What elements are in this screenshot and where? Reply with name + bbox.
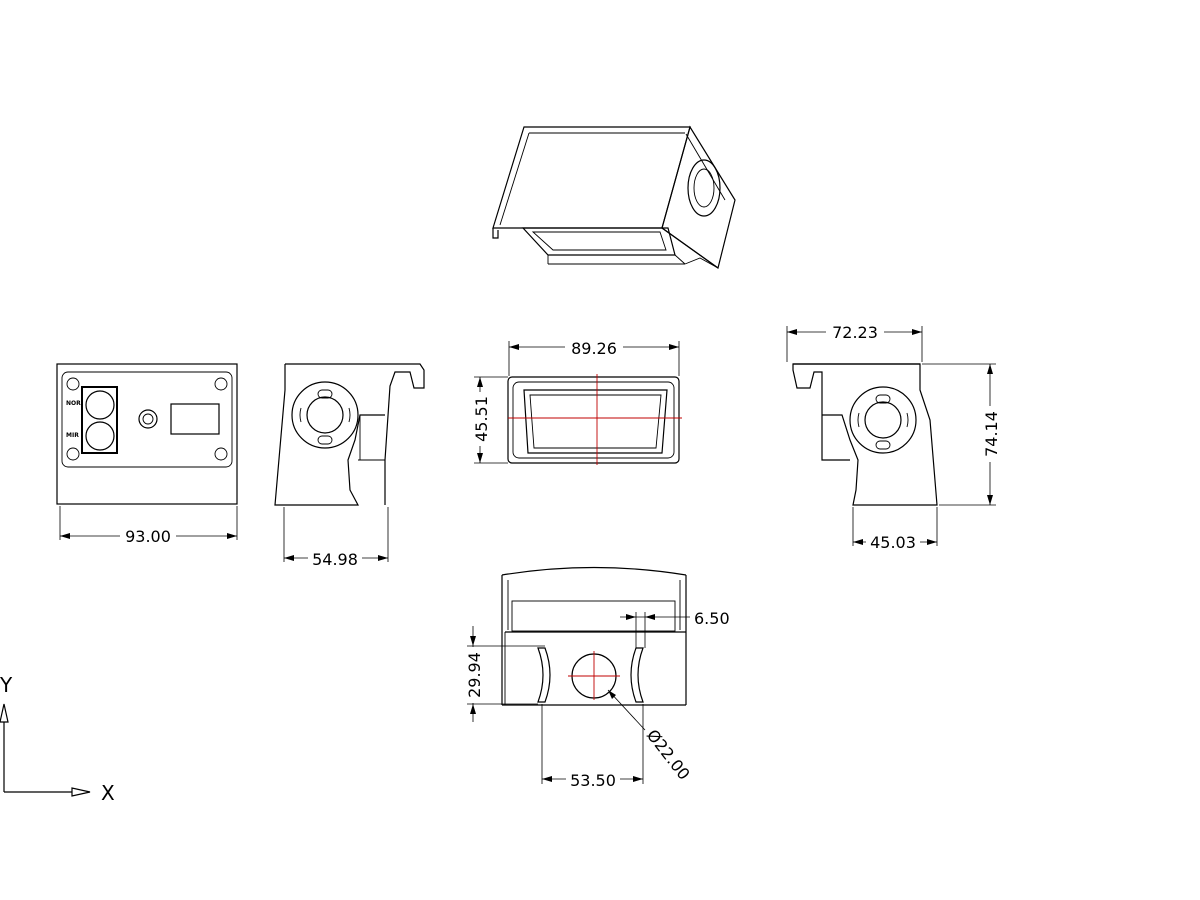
bottom-view	[463, 566, 690, 788]
switch-label-top: NOR	[66, 400, 81, 407]
axis-x-label: X	[101, 781, 115, 805]
dim-depth-side: 54.98	[312, 550, 358, 569]
ucs-axis-icon	[0, 703, 91, 797]
dim-hole-spacing: 53.50	[570, 771, 616, 790]
dim-height-right: 74.14	[982, 411, 1001, 457]
dim-lens-width: 89.26	[571, 339, 617, 358]
lens-view	[471, 338, 682, 465]
dim-top-width-right: 72.23	[832, 323, 878, 342]
dim-width-front: 93.00	[125, 527, 171, 546]
dim-base-right: 45.03	[870, 533, 916, 552]
dim-slot-offset: 6.50	[694, 609, 730, 628]
front-view: NOR MIR	[56, 363, 238, 545]
connector-icon	[138, 409, 158, 429]
dim-hole-diameter: Ø22.00	[643, 726, 694, 784]
led-window	[170, 403, 220, 435]
switch-panel	[81, 386, 118, 454]
dim-slot-height: 29.94	[465, 652, 484, 698]
isometric-view	[492, 125, 736, 270]
switch-label-bottom: MIR	[66, 432, 79, 439]
side-view-left	[274, 363, 425, 567]
side-view-right	[786, 323, 999, 551]
axis-y-label: Y	[0, 673, 13, 697]
dim-lens-height: 45.51	[472, 396, 491, 442]
